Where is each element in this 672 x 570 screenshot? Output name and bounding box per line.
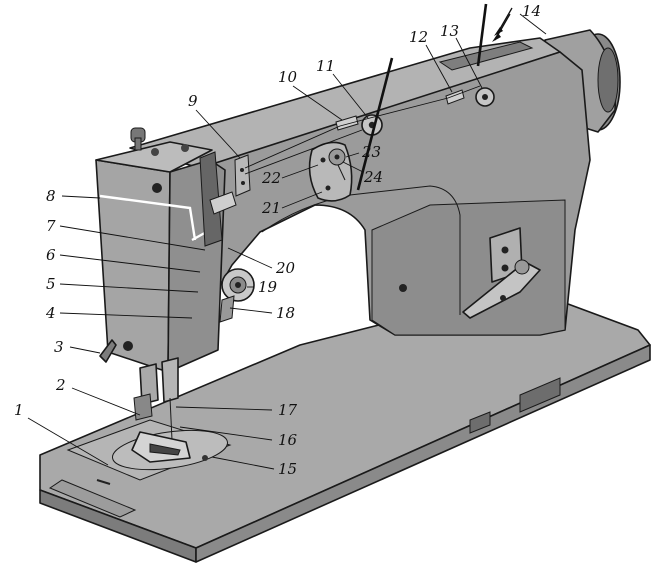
label-21: 21 [261,199,281,217]
label-1: 1 [14,401,24,419]
label-3: 3 [54,338,64,356]
label-16: 16 [278,431,298,449]
label-23: 23 [361,143,381,161]
label-11: 11 [316,57,335,75]
callout-labels: 1 2 3 4 5 6 7 8 9 10 11 12 13 14 15 16 1… [14,2,541,478]
label-15: 15 [278,460,297,478]
label-5: 5 [46,275,56,293]
label-24: 24 [363,168,383,186]
thread-guides [244,3,513,202]
label-7: 7 [46,217,56,235]
label-4: 4 [45,304,56,322]
label-12: 12 [409,28,428,46]
label-19: 19 [258,278,278,296]
label-9: 9 [188,92,198,110]
label-18: 18 [276,304,295,322]
label-20: 20 [275,259,296,277]
stitch-regulator [462,227,541,319]
label-10: 10 [278,68,298,86]
label-22: 22 [261,169,281,187]
label-14: 14 [522,2,541,20]
label-6: 6 [46,246,56,264]
label-17: 17 [278,401,298,419]
label-13: 13 [440,22,459,40]
machine-head [95,127,255,463]
label-2: 2 [55,376,66,394]
leader-lines [27,13,547,470]
label-8: 8 [46,187,56,205]
